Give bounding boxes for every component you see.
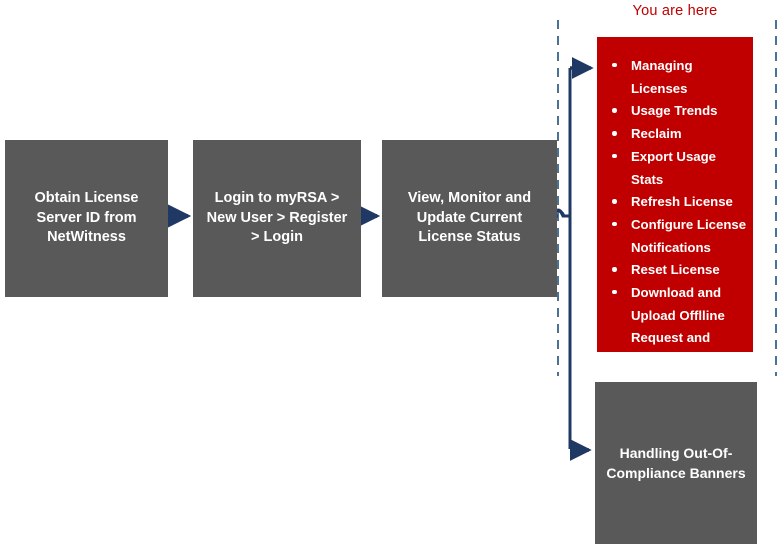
list-item-label: Managing Licenses: [631, 58, 693, 96]
list-item-label: Download and Upload Offlline Request and…: [631, 285, 725, 369]
process-step-obtain-license-server-id[interactable]: Obtain License Server ID from NetWitness: [5, 140, 168, 297]
bullet-icon: [612, 267, 617, 272]
list-item[interactable]: Usage Trends: [603, 100, 747, 123]
list-item-label: Usage Trends: [631, 103, 718, 119]
process-step-view-monitor-update-license-status[interactable]: View, Monitor and Update Current License…: [382, 140, 557, 297]
handling-out-of-compliance-banners-box[interactable]: Handling Out-Of-Compliance Banners: [595, 382, 757, 544]
topic-list: Managing Licenses Usage Trends Reclaim E…: [603, 55, 747, 373]
bullet-icon: [612, 108, 617, 113]
you-are-here-label: You are here: [632, 3, 718, 19]
list-item[interactable]: Reset License: [603, 259, 747, 282]
list-item[interactable]: Reclaim: [603, 123, 747, 146]
process-step-login-to-myrsa[interactable]: Login to myRSA > New User > Register > L…: [193, 140, 361, 297]
list-item-label: Export Usage Stats: [631, 148, 717, 187]
list-item-label: Configure License Notifications: [631, 216, 747, 255]
list-item-label: Refresh License: [631, 194, 733, 210]
list-item[interactable]: Refresh License: [603, 191, 747, 214]
bullet-icon: [612, 62, 617, 68]
list-item-label: Reset License: [631, 262, 720, 278]
bullet-icon: [612, 131, 617, 136]
bullet-icon: [612, 221, 617, 227]
list-item[interactable]: Download and Upload Offlline Request and…: [603, 282, 747, 373]
bullet-icon: [612, 199, 617, 204]
list-item[interactable]: Export Usage Stats: [603, 146, 747, 191]
list-item[interactable]: Managing Licenses: [603, 55, 747, 100]
list-item[interactable]: Configure License Notifications: [603, 214, 747, 259]
current-topic-box[interactable]: Managing Licenses Usage Trends Reclaim E…: [597, 37, 753, 368]
bullet-icon: [612, 289, 617, 295]
list-item-label: Reclaim: [631, 126, 682, 142]
bullet-icon: [612, 153, 617, 159]
